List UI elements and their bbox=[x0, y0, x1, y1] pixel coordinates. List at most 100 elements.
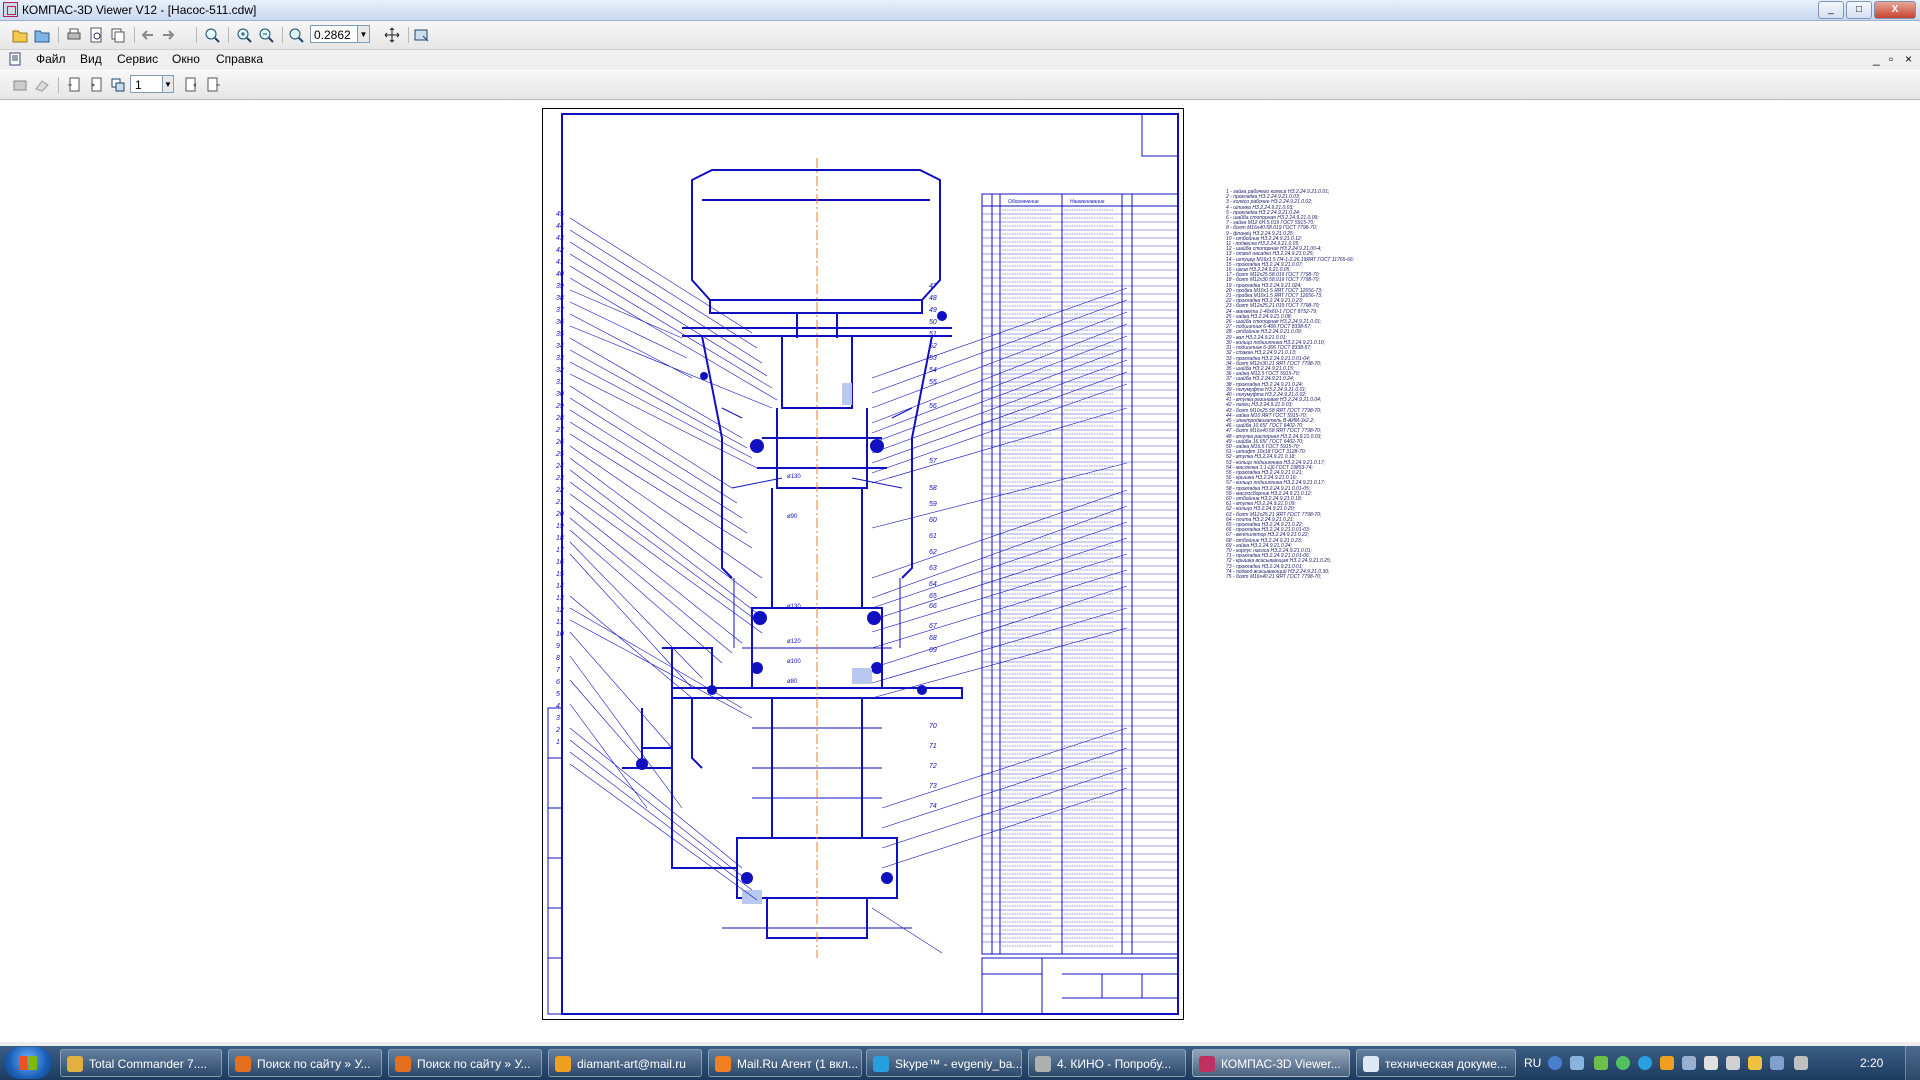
zoom-value-input[interactable]: 0.2862 bbox=[310, 25, 358, 43]
position-label: 73 bbox=[929, 783, 937, 790]
position-label: 12 bbox=[556, 607, 564, 614]
mail-tray-icon[interactable] bbox=[1660, 1056, 1674, 1070]
taskbar-item[interactable]: КОМПАС-3D Viewer... bbox=[1192, 1049, 1350, 1077]
legend-line: 50 - гайка М16.5 ГОСТ 5915-70; bbox=[1226, 443, 1300, 450]
menu-help[interactable]: Справка bbox=[216, 52, 264, 66]
legend-line: 60 - отбойник НЗ.2.24.9.21.0.18; bbox=[1226, 495, 1303, 502]
firefox-icon bbox=[395, 1056, 411, 1072]
first-page-icon[interactable] bbox=[64, 75, 84, 95]
language-indicator[interactable]: RU bbox=[1524, 1056, 1542, 1070]
start-button[interactable] bbox=[4, 1047, 52, 1079]
legend-line: 42 - палец НЗ.2.24.9.21.0.03; bbox=[1226, 402, 1293, 409]
position-label: 64 bbox=[929, 581, 937, 588]
open-icon[interactable] bbox=[10, 25, 30, 45]
last-page-icon[interactable] bbox=[204, 75, 224, 95]
position-label: 60 bbox=[929, 517, 937, 524]
position-label: 21 bbox=[555, 499, 564, 506]
legend-line: 1 - гайка рабочего колеса НЗ.2.24.9.21.0… bbox=[1226, 189, 1330, 195]
position-label: 45 bbox=[556, 211, 564, 218]
pan-icon[interactable] bbox=[382, 25, 402, 45]
position-label: 26 bbox=[555, 439, 564, 446]
system-tray: RU 2:20 bbox=[1520, 1046, 1920, 1080]
keyboard-icon[interactable] bbox=[1682, 1056, 1696, 1070]
document-icon[interactable] bbox=[8, 52, 22, 66]
icq-icon[interactable] bbox=[1616, 1056, 1630, 1070]
open-folder-icon[interactable] bbox=[32, 25, 52, 45]
legend-line: 11 - подвеска НЗ.2.24.9.21.0.05; bbox=[1226, 241, 1300, 248]
taskbar-item[interactable]: diamant-art@mail.ru bbox=[548, 1049, 702, 1077]
position-label: 3 bbox=[556, 715, 560, 722]
mdi-restore-button[interactable]: ▫ bbox=[1889, 52, 1894, 66]
power-icon[interactable] bbox=[1726, 1056, 1740, 1070]
zoom-frame-icon[interactable] bbox=[286, 25, 306, 45]
legend-line: 29 - вал НЗ.2.24.9.21.0.01; bbox=[1226, 334, 1287, 341]
taskbar-item[interactable]: Поиск по сайту » У... bbox=[228, 1049, 382, 1077]
security-icon[interactable] bbox=[1748, 1056, 1762, 1070]
skype-tray-icon[interactable] bbox=[1638, 1056, 1652, 1070]
legend-line: 70 - корпус насоса НЗ.2.24.9.21.0.01; bbox=[1226, 548, 1312, 555]
zoom-in-icon[interactable] bbox=[234, 25, 254, 45]
maximize-button[interactable]: □ bbox=[1846, 1, 1872, 19]
copy-icon[interactable] bbox=[108, 25, 128, 45]
zoom-dropdown-arrow[interactable]: ▼ bbox=[358, 25, 370, 43]
page-dropdown-arrow[interactable]: ▼ bbox=[162, 75, 174, 93]
position-label: 71 bbox=[929, 743, 937, 750]
taskbar-item[interactable]: техническая докуме... bbox=[1356, 1049, 1516, 1077]
legend-line: 55 - прокладка НЗ.2.24.9.21.0.21; bbox=[1226, 469, 1304, 476]
taskbar-item[interactable]: 4. КИНО - Попробу... bbox=[1028, 1049, 1186, 1077]
flag-icon[interactable] bbox=[1704, 1056, 1718, 1070]
clock[interactable]: 2:20 bbox=[1860, 1056, 1884, 1070]
specification-rows bbox=[982, 213, 1178, 943]
network-icon[interactable] bbox=[1594, 1056, 1608, 1070]
legend-line: 73 - прокладка НЗ.2.24.9.21.0.01; bbox=[1226, 563, 1304, 570]
refresh-view-icon[interactable] bbox=[412, 25, 432, 45]
prev-page-icon[interactable] bbox=[86, 75, 106, 95]
taskbar-item[interactable]: Total Commander 7.... bbox=[60, 1049, 222, 1077]
menu-view[interactable]: Вид bbox=[80, 52, 102, 66]
next-page-icon[interactable] bbox=[182, 75, 202, 95]
taskbar-item[interactable]: Поиск по сайту » У... bbox=[388, 1049, 542, 1077]
position-label: 53 bbox=[929, 355, 937, 362]
taskbar-item[interactable]: Mail.Ru Агент (1 вкл... bbox=[708, 1049, 862, 1077]
arrow-right-icon[interactable] bbox=[158, 25, 178, 45]
minimize-button[interactable]: _ bbox=[1818, 1, 1844, 19]
menu-service[interactable]: Сервис bbox=[117, 52, 159, 66]
taskbar-item[interactable]: Skype™ - evgeniy_ba... bbox=[866, 1049, 1022, 1077]
zoom-icon[interactable] bbox=[202, 25, 222, 45]
menu-file[interactable]: Файл bbox=[36, 52, 66, 66]
eraser-icon[interactable] bbox=[32, 75, 52, 95]
kompas-app-icon[interactable] bbox=[3, 2, 18, 17]
zoom-out-icon[interactable] bbox=[256, 25, 276, 45]
position-label: 61 bbox=[929, 533, 937, 540]
legend-line: 18 - болт М12х30.58.019 ГОСТ 7798-70; bbox=[1226, 277, 1320, 284]
mdi-close-button[interactable]: × bbox=[1905, 52, 1913, 66]
pages-icon[interactable] bbox=[108, 75, 128, 95]
print-icon[interactable] bbox=[64, 25, 84, 45]
legend-line: 19 - прокладка НЗ.2.24.9.21.024; bbox=[1226, 282, 1302, 289]
mdi-minimize-button[interactable]: _ bbox=[1873, 52, 1880, 66]
position-label: 59 bbox=[929, 501, 937, 508]
legend-line: 47 - болт М16х40.58 ЯЯТ ГОСТ 7798-70; bbox=[1226, 428, 1322, 435]
layer-icon[interactable] bbox=[10, 75, 30, 95]
legend-line: 24 - манжета 1-40х60-1 ГОСТ 8752-79; bbox=[1226, 308, 1318, 315]
legend-line: 28 - отбойник НЗ.2.24.9.21.0.09; bbox=[1226, 329, 1303, 336]
position-label: 13 bbox=[556, 595, 564, 602]
drawing-sheet[interactable]: 45 44 43 42 41 40 39 38 37 36 35 34 33 3… bbox=[542, 108, 1184, 1020]
position-label: 54 bbox=[929, 367, 937, 374]
menu-window[interactable]: Окно bbox=[172, 52, 200, 66]
arrow-left-icon[interactable] bbox=[138, 25, 158, 45]
legend-line: 75 - болт М16х40.21 ЯЯТ ГОСТ 7798-70; bbox=[1226, 574, 1322, 581]
help-icon[interactable] bbox=[1548, 1056, 1562, 1070]
position-label: 67 bbox=[929, 623, 938, 630]
close-button[interactable]: X bbox=[1874, 1, 1916, 19]
legend-line: 57 - кольцо подшипника НЗ.2.24.9.21.0.17… bbox=[1226, 480, 1325, 487]
position-label: 65 bbox=[929, 593, 937, 600]
title-block bbox=[981, 957, 1179, 1015]
show-desktop-button[interactable] bbox=[1905, 1046, 1920, 1080]
legend-line: 20 - пробка М10х1.5 ЯЯТ ГОСТ 12656-73; bbox=[1226, 287, 1323, 294]
display-icon[interactable] bbox=[1770, 1056, 1784, 1070]
taskbar-item-label: техническая докуме... bbox=[1385, 1057, 1507, 1071]
volume-icon[interactable] bbox=[1794, 1056, 1808, 1070]
print-preview-icon[interactable] bbox=[86, 25, 106, 45]
tray-expand-icon[interactable] bbox=[1570, 1056, 1584, 1070]
